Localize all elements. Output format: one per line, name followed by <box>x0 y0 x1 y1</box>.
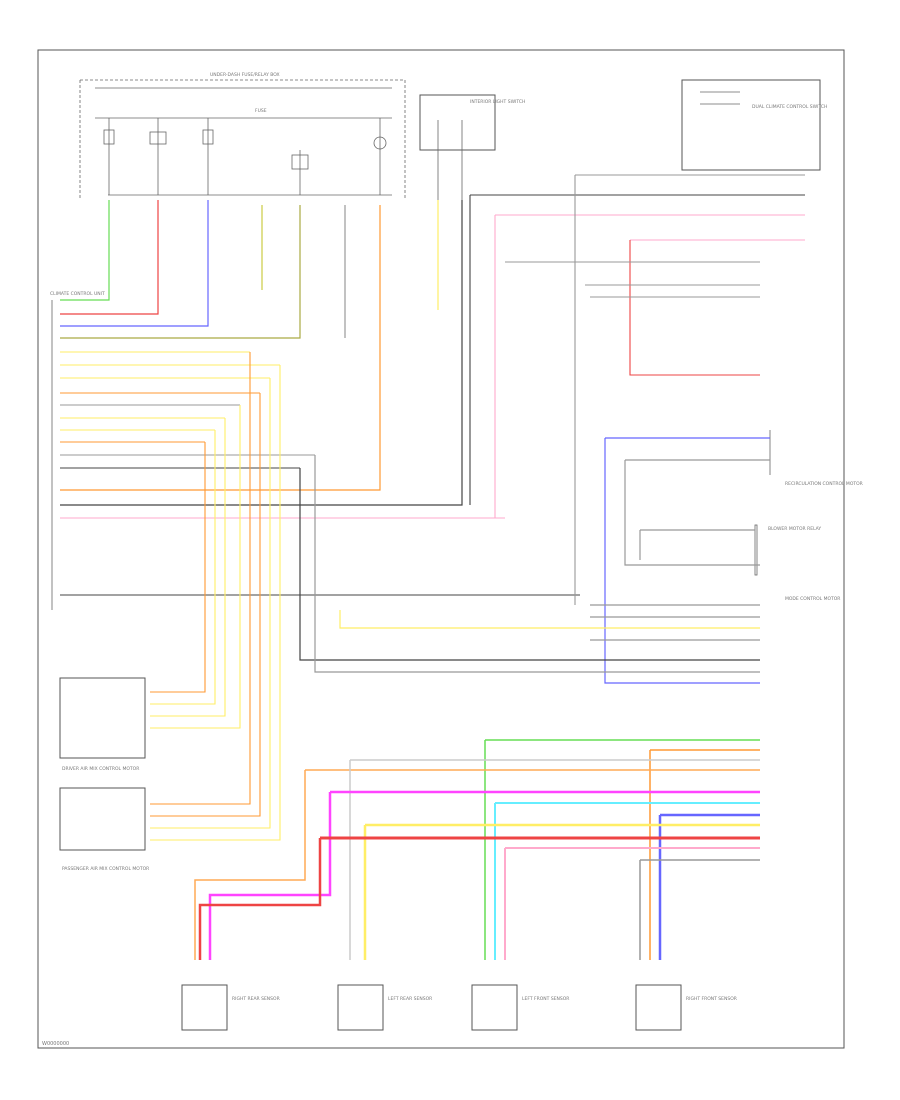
right-upper-wires <box>505 174 805 605</box>
sensor-left-front: LEFT FRONT SENSOR <box>471 984 569 1031</box>
interior-light-switch-label: INTERIOR LIGHT SWITCH <box>470 99 525 105</box>
figure-id: W0000000 <box>42 1041 69 1047</box>
sensor-front-left-label: LEFT FRONT SENSOR <box>522 996 569 1002</box>
sensor-front-right-label: RIGHT FRONT SENSOR <box>686 996 737 1002</box>
left-wire-bundle <box>60 194 805 596</box>
fuse-box-label: UNDER-DASH FUSE/RELAY BOX <box>210 72 280 78</box>
recirc-motor-label: RECIRCULATION CONTROL MOTOR <box>785 481 863 487</box>
dual-climate-switch-label: DUAL CLIMATE CONTROL SWITCH <box>752 104 827 110</box>
ccu-wires <box>60 200 463 506</box>
driver-air-mix-motor: DRIVER AIR MIX CONTROL MOTOR <box>59 677 146 772</box>
driver-air-mix-label: DRIVER AIR MIX CONTROL MOTOR <box>62 766 139 772</box>
climate-control-unit-label: CLIMATE CONTROL UNIT <box>50 291 105 297</box>
sensor-wire-bundle <box>194 739 760 960</box>
fuse-box: UNDER-DASH FUSE/RELAY BOX FUSE <box>79 72 406 200</box>
sensor-rear-left-label: LEFT REAR SENSOR <box>388 996 432 1002</box>
mode-motor-label: MODE CONTROL MOTOR <box>785 596 840 602</box>
mode-control-wires <box>299 437 770 684</box>
air-mix-wires <box>150 352 281 841</box>
dual-climate-switch: DUAL CLIMATE CONTROL SWITCH <box>681 79 827 171</box>
diagram-frame <box>37 49 845 1049</box>
fuse-label: FUSE <box>255 108 267 114</box>
passenger-air-mix-label: PASSENGER AIR MIX CONTROL MOTOR <box>62 866 149 872</box>
sensor-left-rear: LEFT REAR SENSOR <box>337 984 432 1031</box>
mode-control-motor-label-group: MODE CONTROL MOTOR <box>785 596 840 602</box>
sensor-right-front: RIGHT FRONT SENSOR <box>635 984 737 1031</box>
passenger-air-mix-motor: PASSENGER AIR MIX CONTROL MOTOR <box>59 787 149 872</box>
blower-motor-relay: BLOWER MOTOR RELAY <box>754 524 821 576</box>
climate-control-unit-connector: CLIMATE CONTROL UNIT <box>50 291 105 610</box>
sensor-right-rear: RIGHT REAR SENSOR <box>181 984 280 1031</box>
sensor-rear-right-label: RIGHT REAR SENSOR <box>232 996 280 1002</box>
recirc-control-motor: RECIRCULATION CONTROL MOTOR <box>769 430 863 487</box>
interior-light-switch: INTERIOR LIGHT SWITCH <box>419 94 525 200</box>
blower-relay-label: BLOWER MOTOR RELAY <box>768 526 821 532</box>
